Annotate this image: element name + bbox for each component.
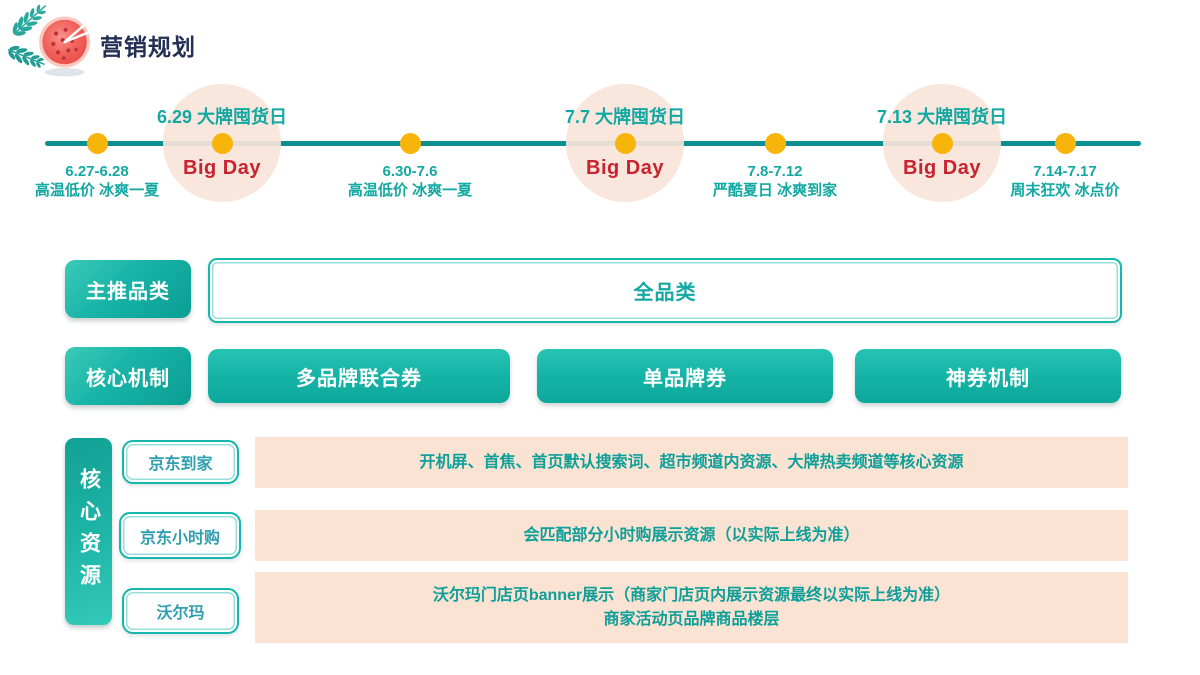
mechanism-single-brand-coupon: 单品牌券 [537, 349, 833, 403]
bigday-title: 7.13 大牌囤货日 [876, 107, 1008, 127]
timeline-dot [86, 133, 108, 154]
leaf-top [12, 4, 47, 36]
channel-jd-daojia: 京东到家 [122, 440, 239, 484]
timeline-dot [764, 133, 786, 154]
resource-row-walmart: 沃尔玛门店页banner展示（商家门店页内展示资源最终以实际上线为准） 商家活动… [255, 572, 1128, 643]
period-desc: 高温低价 冰爽一夏 [347, 182, 473, 199]
resource-walmart-line2: 商家活动页品牌商品楼层 [603, 610, 780, 628]
resource-walmart-line1: 沃尔玛门店页banner展示（商家门店页内展示资源最终以实际上线为准） [432, 586, 951, 604]
period-date: 6.27-6.28 [65, 163, 129, 180]
slice-cut [63, 23, 90, 44]
watermelon-icon [7, 4, 91, 77]
mechanism-multi-brand-coupon: 多品牌联合券 [208, 349, 510, 403]
leaf-bottom [7, 45, 45, 68]
period-desc: 周末狂欢 冰点价 [1010, 182, 1120, 199]
main-category-value: 全品类 [208, 258, 1122, 323]
period-desc: 严酷夏日 冰爽到家 [712, 182, 838, 199]
timeline-dot [1054, 133, 1076, 154]
timeline-dot [614, 133, 636, 154]
bigday-title: 6.29 大牌囤货日 [156, 107, 288, 127]
channel-jd-xiaoshigou: 京东小时购 [119, 512, 241, 559]
period-label: 7.8-7.12 严酷夏日 冰爽到家 [713, 162, 837, 200]
bigday-title: 7.7 大牌囤货日 [564, 107, 686, 127]
main-category-label: 主推品类 [65, 260, 191, 318]
bigday-label: Big Day [903, 157, 981, 179]
resource-row-jd-xiaoshigou: 会匹配部分小时购展示资源（以实际上线为准） [255, 510, 1128, 561]
period-date: 7.8-7.12 [747, 163, 803, 180]
core-resources-label: 核心资源 [65, 438, 112, 625]
timeline-dot [931, 133, 953, 154]
period-date: 7.14-7.17 [1033, 163, 1097, 180]
core-mechanism-label: 核心机制 [65, 347, 191, 405]
period-label: 6.27-6.28 高温低价 冰爽一夏 [35, 162, 159, 200]
timeline-dot [399, 133, 421, 154]
core-resources-label-text: 核心资源 [77, 467, 101, 596]
timeline-dot [211, 133, 233, 154]
page-title: 营销规划 [100, 34, 196, 60]
bigday-label: Big Day [183, 157, 261, 179]
channel-walmart: 沃尔玛 [122, 588, 239, 634]
period-desc: 高温低价 冰爽一夏 [34, 182, 160, 199]
resource-row-jd-daojia: 开机屏、首焦、首页默认搜索词、超市频道内资源、大牌热卖频道等核心资源 [255, 437, 1128, 488]
period-label: 6.30-7.6 高温低价 冰爽一夏 [348, 162, 472, 200]
melon-seeds [51, 27, 78, 60]
period-date: 6.30-7.6 [382, 163, 438, 180]
bigday-label: Big Day [586, 157, 664, 179]
mechanism-super-coupon: 神券机制 [855, 349, 1121, 403]
period-label: 7.14-7.17 周末狂欢 冰点价 [1010, 162, 1119, 200]
